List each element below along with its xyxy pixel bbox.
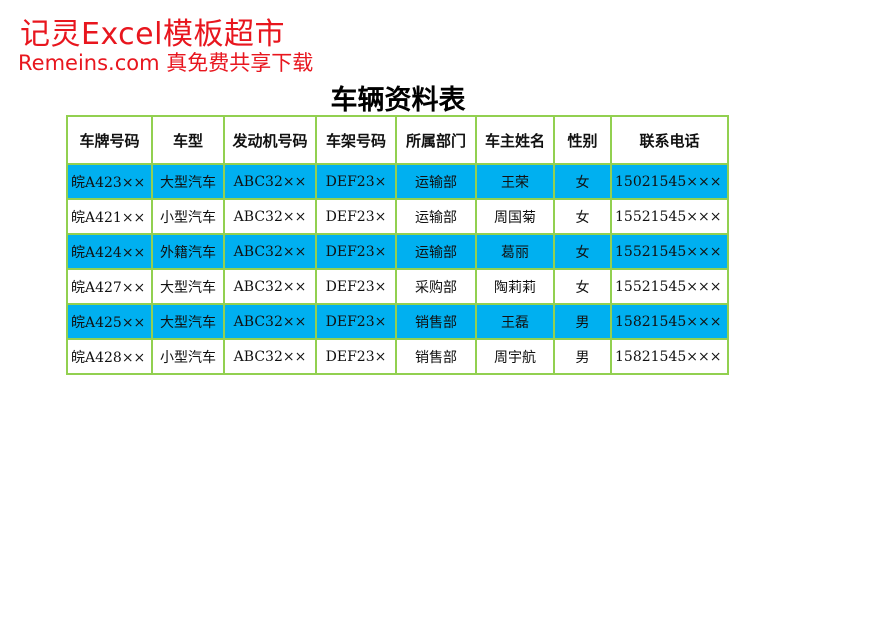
cell-type[interactable]: 大型汽车 <box>151 268 225 305</box>
cell-frame[interactable]: DEF23× <box>315 198 397 235</box>
header-dept[interactable]: 所属部门 <box>395 115 477 165</box>
cell-engine[interactable]: ABC32×× <box>223 163 317 200</box>
cell-type[interactable]: 外籍汽车 <box>151 233 225 270</box>
cell-type[interactable]: 大型汽车 <box>151 303 225 340</box>
header-frame[interactable]: 车架号码 <box>315 115 397 165</box>
cell-owner[interactable]: 王荣 <box>475 163 555 200</box>
cell-plate[interactable]: 皖A425×× <box>66 303 153 340</box>
watermark-line-1: 记灵Excel模板超市 <box>20 17 285 52</box>
table-body: 皖A423×× 大型汽车 ABC32×× DEF23× 运输部 王荣 女 150… <box>66 163 729 375</box>
table-row: 皖A428×× 小型汽车 ABC32×× DEF23× 销售部 周宇航 男 15… <box>66 338 729 375</box>
header-plate[interactable]: 车牌号码 <box>66 115 153 165</box>
cell-gender[interactable]: 女 <box>553 163 612 200</box>
cell-owner[interactable]: 葛丽 <box>475 233 555 270</box>
cell-plate[interactable]: 皖A423×× <box>66 163 153 200</box>
cell-engine[interactable]: ABC32×× <box>223 198 317 235</box>
cell-dept[interactable]: 销售部 <box>395 303 477 340</box>
cell-owner[interactable]: 周宇航 <box>475 338 555 375</box>
cell-engine[interactable]: ABC32×× <box>223 268 317 305</box>
cell-phone[interactable]: 15821545××× <box>610 303 729 340</box>
cell-phone[interactable]: 15521545××× <box>610 198 729 235</box>
cell-dept[interactable]: 销售部 <box>395 338 477 375</box>
cell-plate[interactable]: 皖A427×× <box>66 268 153 305</box>
cell-type[interactable]: 大型汽车 <box>151 163 225 200</box>
table-row: 皖A425×× 大型汽车 ABC32×× DEF23× 销售部 王磊 男 158… <box>66 303 729 340</box>
header-type[interactable]: 车型 <box>151 115 225 165</box>
header-owner[interactable]: 车主姓名 <box>475 115 555 165</box>
table-row: 皖A427×× 大型汽车 ABC32×× DEF23× 采购部 陶莉莉 女 15… <box>66 268 729 305</box>
cell-type[interactable]: 小型汽车 <box>151 198 225 235</box>
cell-frame[interactable]: DEF23× <box>315 268 397 305</box>
cell-frame[interactable]: DEF23× <box>315 338 397 375</box>
table-row: 皖A421×× 小型汽车 ABC32×× DEF23× 运输部 周国菊 女 15… <box>66 198 729 235</box>
cell-phone[interactable]: 15521545××× <box>610 268 729 305</box>
cell-plate[interactable]: 皖A424×× <box>66 233 153 270</box>
cell-engine[interactable]: ABC32×× <box>223 303 317 340</box>
table-header-row: 车牌号码 车型 发动机号码 车架号码 所属部门 车主姓名 性别 联系电话 <box>66 115 729 165</box>
cell-engine[interactable]: ABC32×× <box>223 233 317 270</box>
cell-dept[interactable]: 运输部 <box>395 233 477 270</box>
cell-type[interactable]: 小型汽车 <box>151 338 225 375</box>
cell-frame[interactable]: DEF23× <box>315 163 397 200</box>
cell-phone[interactable]: 15821545××× <box>610 338 729 375</box>
cell-owner[interactable]: 陶莉莉 <box>475 268 555 305</box>
cell-phone[interactable]: 15521545××× <box>610 233 729 270</box>
cell-dept[interactable]: 采购部 <box>395 268 477 305</box>
sheet-title: 车辆资料表 <box>330 85 466 116</box>
cell-plate[interactable]: 皖A428×× <box>66 338 153 375</box>
table-row: 皖A424×× 外籍汽车 ABC32×× DEF23× 运输部 葛丽 女 155… <box>66 233 729 270</box>
table-row: 皖A423×× 大型汽车 ABC32×× DEF23× 运输部 王荣 女 150… <box>66 163 729 200</box>
cell-owner[interactable]: 王磊 <box>475 303 555 340</box>
watermark-logo: 记灵Excel模板超市 Remeins.com 真免费共享下载 <box>18 17 314 75</box>
cell-gender[interactable]: 女 <box>553 198 612 235</box>
watermark-line-2: Remeins.com 真免费共享下载 <box>18 51 314 75</box>
cell-gender[interactable]: 女 <box>553 233 612 270</box>
cell-frame[interactable]: DEF23× <box>315 233 397 270</box>
cell-phone[interactable]: 15021545××× <box>610 163 729 200</box>
vehicle-table: 车牌号码 车型 发动机号码 车架号码 所属部门 车主姓名 性别 联系电话 皖A4… <box>66 115 729 375</box>
cell-gender[interactable]: 男 <box>553 338 612 375</box>
cell-dept[interactable]: 运输部 <box>395 163 477 200</box>
header-engine[interactable]: 发动机号码 <box>223 115 317 165</box>
cell-plate[interactable]: 皖A421×× <box>66 198 153 235</box>
cell-gender[interactable]: 女 <box>553 268 612 305</box>
cell-frame[interactable]: DEF23× <box>315 303 397 340</box>
header-gender[interactable]: 性别 <box>553 115 612 165</box>
cell-owner[interactable]: 周国菊 <box>475 198 555 235</box>
cell-gender[interactable]: 男 <box>553 303 612 340</box>
header-phone[interactable]: 联系电话 <box>610 115 729 165</box>
cell-dept[interactable]: 运输部 <box>395 198 477 235</box>
cell-engine[interactable]: ABC32×× <box>223 338 317 375</box>
